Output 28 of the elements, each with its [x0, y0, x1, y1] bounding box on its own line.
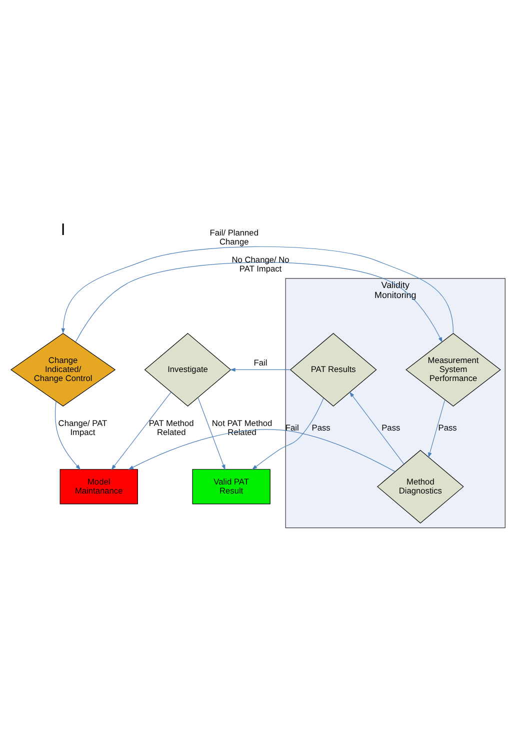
node-diamond: Measurement System Performance: [406, 332, 501, 406]
edge-label: Pass: [312, 422, 330, 432]
edge-label: Pass: [438, 422, 457, 432]
edge-label: Pass: [382, 422, 400, 432]
edge-label: Fail: [254, 357, 268, 368]
arrow: [349, 391, 404, 464]
arrow: [75, 262, 442, 342]
node-diamond: Method Diagnostics: [377, 449, 464, 523]
label: I: [60, 220, 66, 239]
arrow: [128, 428, 396, 472]
edge-label: Fail/ Planned Change: [210, 226, 258, 246]
node-diamond: PAT Results: [290, 332, 377, 406]
node-box: Model Maintanance: [60, 468, 138, 504]
arrow: [252, 397, 324, 470]
node-diamond: Investigate: [144, 332, 232, 406]
edge-label: Change/ PAT Impact: [58, 417, 108, 436]
node-box: Valid PAT Result: [192, 468, 270, 504]
edge-label: Not PAT Method Related: [212, 417, 272, 436]
arrow: [55, 400, 81, 470]
arrow: [230, 367, 291, 372]
edge-label: PAT Method Related: [148, 417, 194, 436]
edge-label: No Change/ No PAT Impact: [232, 254, 290, 273]
arrow: [61, 246, 454, 334]
node-diamond: Change Indicated/ Change Control: [10, 332, 116, 406]
edge-label: Fail: [285, 422, 299, 432]
arrow: [428, 399, 446, 458]
arrow: [198, 396, 226, 470]
arrow: [111, 391, 172, 470]
